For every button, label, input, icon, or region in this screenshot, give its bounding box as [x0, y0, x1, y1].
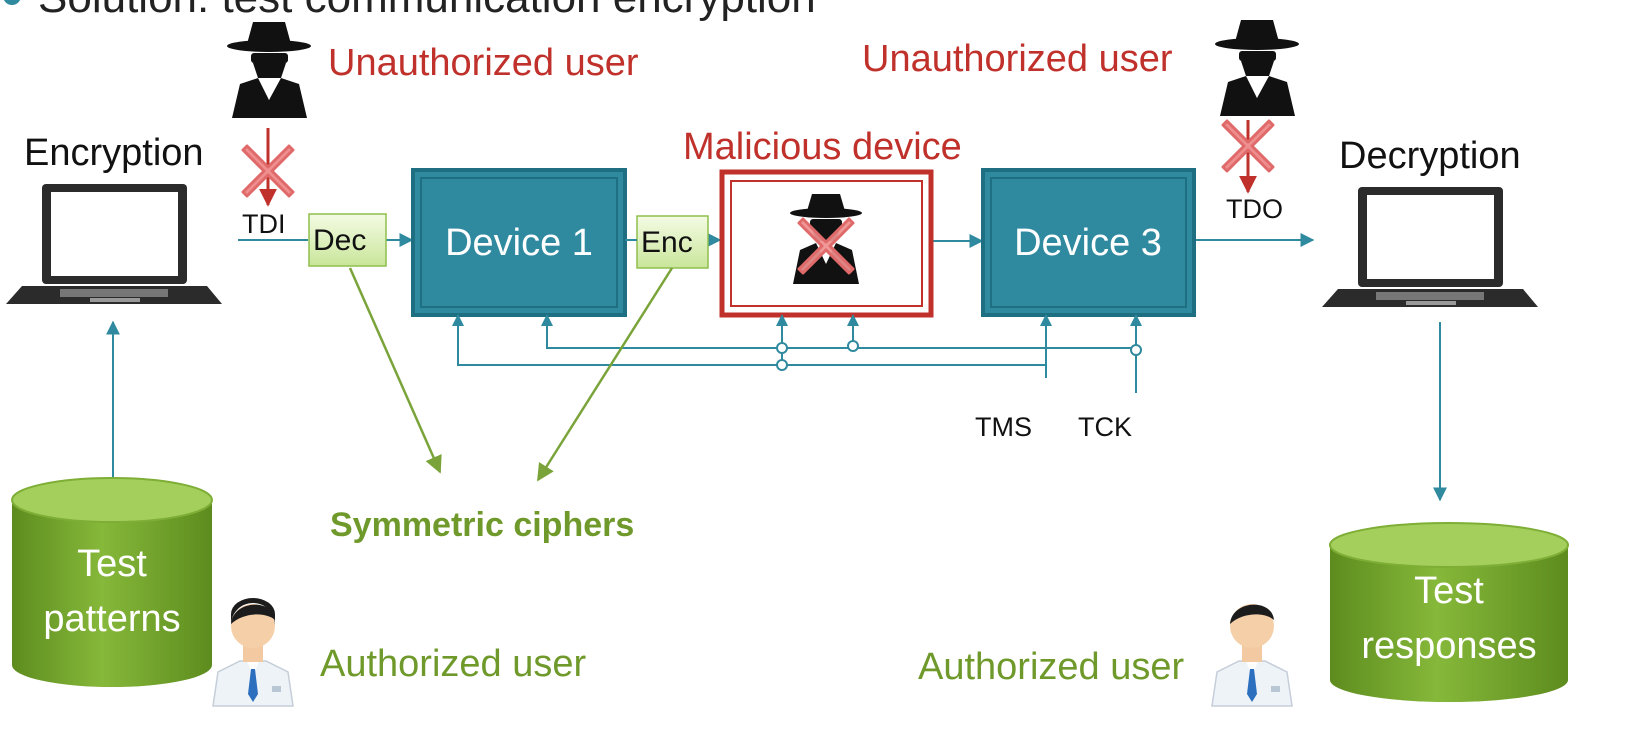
encryption-label: Encryption	[24, 132, 204, 174]
unauthorized-user-left-label: Unauthorized user	[328, 42, 639, 84]
authorized-user-left-label: Authorized user	[320, 643, 587, 685]
tms-label: TMS	[975, 412, 1032, 442]
test-responses-line1: Test	[1414, 570, 1484, 612]
device3-box	[981, 168, 1196, 317]
malicious-device-label: Malicious device	[683, 126, 962, 168]
control-arrowheads	[452, 314, 1142, 326]
enc-label: Enc	[641, 226, 693, 259]
blocked-cross-left-icon	[241, 144, 295, 198]
enc-block	[636, 215, 709, 269]
malicious-spy-icon	[790, 194, 862, 284]
tck-label: TCK	[1078, 412, 1132, 442]
dec-label: Dec	[313, 224, 367, 257]
device1-box	[411, 168, 627, 317]
symmetric-ciphers-label: Symmetric ciphers	[330, 506, 635, 544]
device1-label: Device 1	[445, 222, 593, 264]
tdo-label: TDO	[1226, 194, 1283, 224]
test-patterns-line1: Test	[77, 543, 147, 585]
malicious-cross-icon	[797, 217, 855, 275]
tck-bus	[546, 318, 1137, 393]
device3-label: Device 3	[1014, 222, 1162, 264]
enc-cipher-arrow	[536, 267, 674, 482]
authorized-user-left-icon	[212, 598, 294, 707]
test-responses-cylinder	[1329, 522, 1569, 702]
decryption-laptop-icon	[1322, 187, 1538, 307]
test-responses-line2: responses	[1361, 625, 1537, 667]
tdi-label: TDI	[242, 209, 286, 239]
tms-bus	[457, 318, 1047, 378]
test-patterns-cylinder	[11, 477, 213, 687]
decryption-label: Decryption	[1339, 135, 1521, 177]
authorized-user-right-label: Authorized user	[918, 646, 1185, 688]
unauthorized-user-left-icon	[227, 22, 311, 118]
test-patterns-line2: patterns	[43, 598, 181, 640]
dec-cipher-arrow	[348, 267, 442, 474]
encryption-laptop-icon	[6, 184, 222, 304]
bus-junction-dots	[776, 340, 1142, 371]
unauthorized-user-right-icon	[1215, 20, 1299, 116]
blocked-cross-right-icon	[1221, 119, 1275, 173]
page-title: Solution: test communication encryption	[38, 0, 816, 20]
title-bullet-icon	[3, 0, 21, 5]
authorized-user-right-icon	[1211, 604, 1293, 707]
dec-block	[308, 213, 387, 267]
unauthorized-user-right-label: Unauthorized user	[862, 38, 1173, 80]
